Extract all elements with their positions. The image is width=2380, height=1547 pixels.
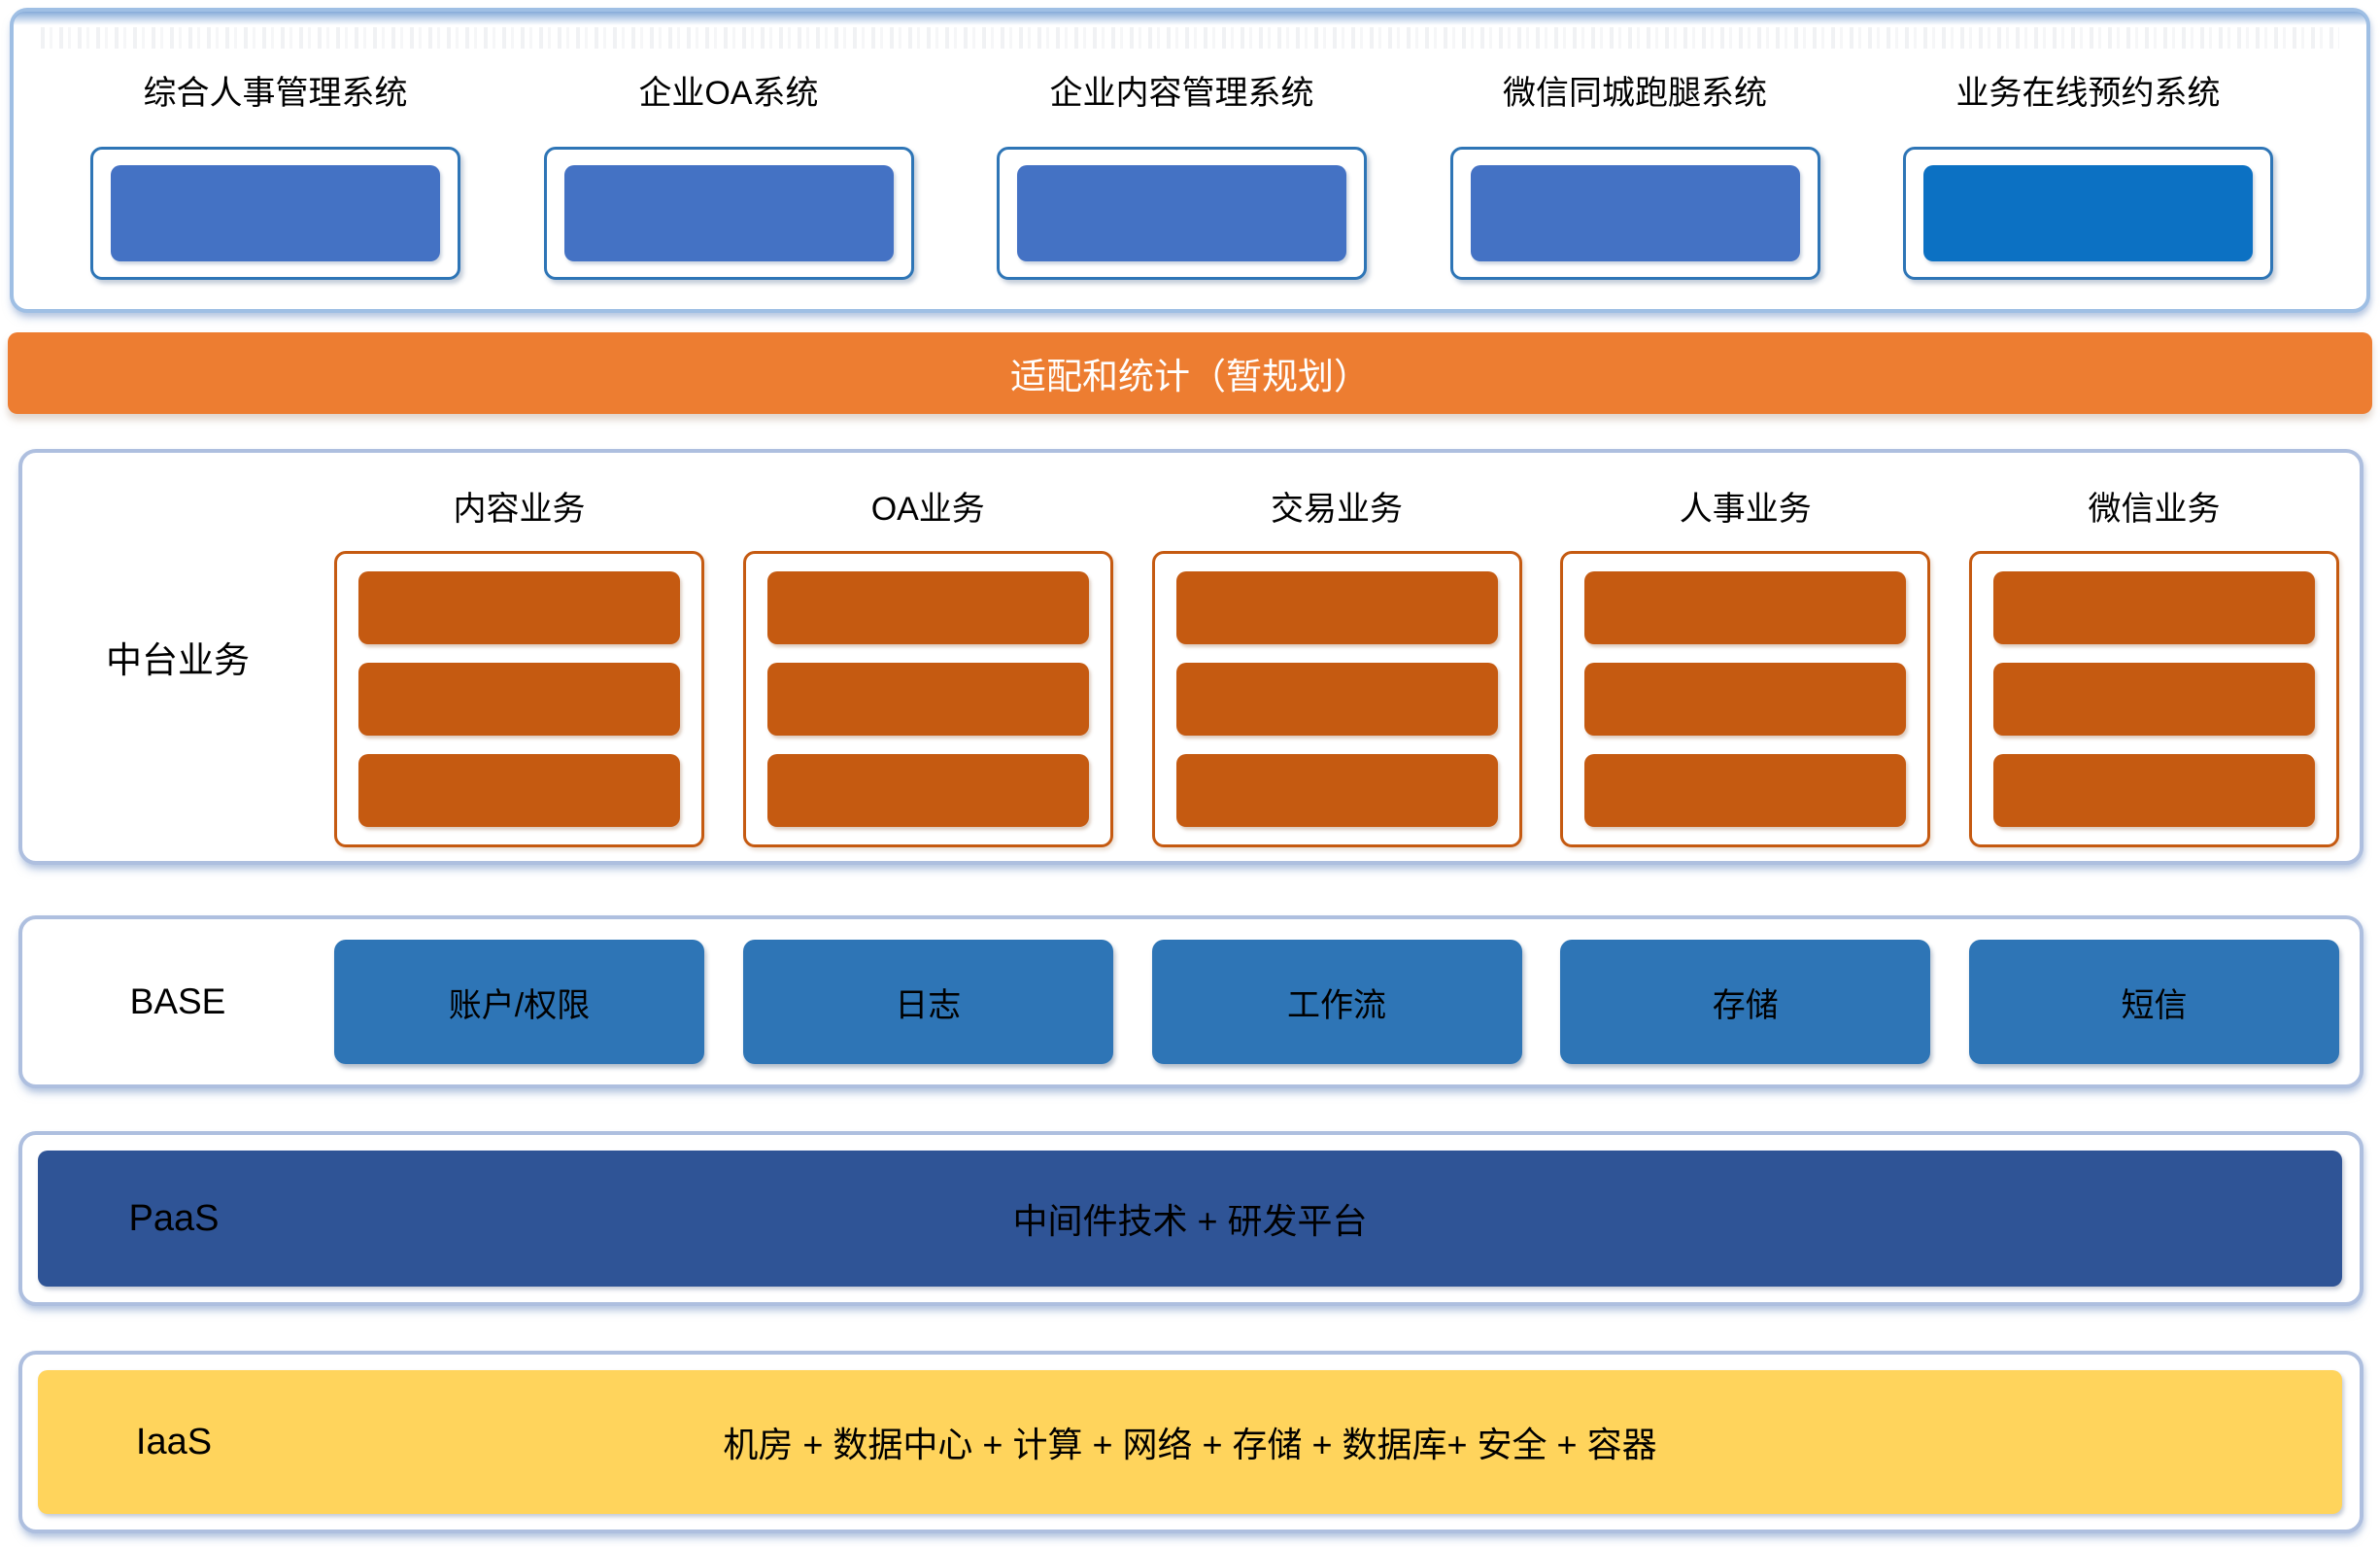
- service-group-box: [742, 551, 1113, 847]
- paas-label: PaaS: [128, 1197, 220, 1239]
- app-column-online-booking-system: 业务在线预约系统: [1903, 12, 2273, 309]
- app-label: 企业OA系统: [638, 75, 819, 112]
- adapter-bar: 适配和统计（暂规划）: [8, 332, 2372, 414]
- mid-column-header: 内容业务: [453, 491, 586, 528]
- base-label: BASE: [129, 981, 226, 1021]
- iaas-box: 机房 + 数据中心 + 计算 + 网络 + 存储 + 数据库+ 安全 + 容器 …: [38, 1370, 2342, 1514]
- service-block: [1584, 754, 1907, 827]
- mid-platform-label: 中台业务: [106, 640, 250, 680]
- app-outer-box: [1903, 147, 2273, 280]
- service-block: [766, 663, 1089, 736]
- app-column-oa-system: 企业OA系统: [543, 12, 914, 309]
- service-group-box: [1969, 551, 2339, 847]
- base-box-account-permission: 账户/权限: [334, 940, 704, 1064]
- adapter-bar-label: 适配和统计（暂规划）: [1010, 357, 1370, 396]
- app-column-wechat-errand-system: 微信同城跑腿系统: [1449, 12, 1820, 309]
- service-block: [358, 663, 680, 736]
- base-box-storage: 存储: [1560, 940, 1931, 1064]
- service-block: [1993, 663, 2315, 736]
- service-block: [1175, 754, 1498, 827]
- service-block: [358, 754, 680, 827]
- app-column-hr-system: 综合人事管理系统: [90, 12, 460, 309]
- app-label: 业务在线预约系统: [1955, 75, 2221, 112]
- base-layer: BASE 账户/权限 日志 工作流 存储 短信: [18, 915, 2363, 1088]
- mid-column-content: 内容业务: [334, 453, 704, 861]
- app-outer-box: [543, 147, 914, 280]
- base-items: 账户/权限 日志 工作流 存储 短信: [334, 940, 2339, 1064]
- mid-columns: 内容业务 OA业务 交易业务 人事业务 微信业务: [334, 453, 2339, 861]
- service-block: [1175, 571, 1498, 644]
- base-box-workflow: 工作流: [1151, 940, 1522, 1064]
- paas-box: 中间件技术 + 研发平台 PaaS: [38, 1151, 2342, 1287]
- mid-column-header: 人事业务: [1679, 491, 1812, 528]
- app-fill-bar: [1017, 165, 1346, 261]
- service-block: [1584, 571, 1907, 644]
- service-block: [766, 571, 1089, 644]
- app-fill-bar: [563, 165, 894, 261]
- mid-column-header: 交易业务: [1271, 491, 1403, 528]
- mid-column-header: 微信业务: [2088, 491, 2221, 528]
- service-block: [1993, 754, 2315, 827]
- service-block: [358, 571, 680, 644]
- app-outer-box: [997, 147, 1367, 280]
- app-fill-bar: [111, 165, 440, 261]
- service-group-box: [1560, 551, 1931, 847]
- service-group-box: [334, 551, 704, 847]
- mid-column-trade: 交易业务: [1151, 453, 1522, 861]
- paas-content: 中间件技术 + 研发平台: [1012, 1201, 1368, 1241]
- mid-column-oa: OA业务: [742, 453, 1113, 861]
- mid-column-wechat: 微信业务: [1969, 453, 2339, 861]
- service-block: [766, 754, 1089, 827]
- watermark-artifact: [41, 27, 2339, 49]
- app-label: 微信同城跑腿系统: [1503, 75, 1767, 112]
- iaas-content: 机房 + 数据中心 + 计算 + 网络 + 存储 + 数据库+ 安全 + 容器: [723, 1425, 1657, 1464]
- apps-layer: 综合人事管理系统 企业OA系统 企业内容管理系统 微信同城跑腿系统 业务在线预约: [10, 8, 2370, 313]
- app-outer-box: [90, 147, 460, 280]
- service-block: [1993, 571, 2315, 644]
- mid-platform-layer: 中台业务 内容业务 OA业务 交易业务 人事业务 微信业务: [18, 449, 2363, 865]
- app-label: 企业内容管理系统: [1049, 75, 1314, 112]
- base-box-log: 日志: [742, 940, 1113, 1064]
- iaas-label: IaaS: [135, 1421, 213, 1462]
- app-fill-bar: [1470, 165, 1800, 261]
- mid-column-hr: 人事业务: [1560, 453, 1931, 861]
- paas-layer: 中间件技术 + 研发平台 PaaS: [18, 1131, 2363, 1306]
- service-block: [1584, 663, 1907, 736]
- service-group-box: [1151, 551, 1522, 847]
- iaas-layer: 机房 + 数据中心 + 计算 + 网络 + 存储 + 数据库+ 安全 + 容器 …: [18, 1351, 2363, 1533]
- app-outer-box: [1449, 147, 1820, 280]
- base-box-sms: 短信: [1969, 940, 2339, 1064]
- app-label: 综合人事管理系统: [143, 75, 408, 112]
- service-block: [1175, 663, 1498, 736]
- apps-row: 综合人事管理系统 企业OA系统 企业内容管理系统 微信同城跑腿系统 业务在线预约: [17, 12, 2363, 309]
- app-column-cms-system: 企业内容管理系统: [997, 12, 1367, 309]
- mid-column-header: OA业务: [870, 491, 985, 528]
- app-fill-bar: [1923, 165, 2253, 261]
